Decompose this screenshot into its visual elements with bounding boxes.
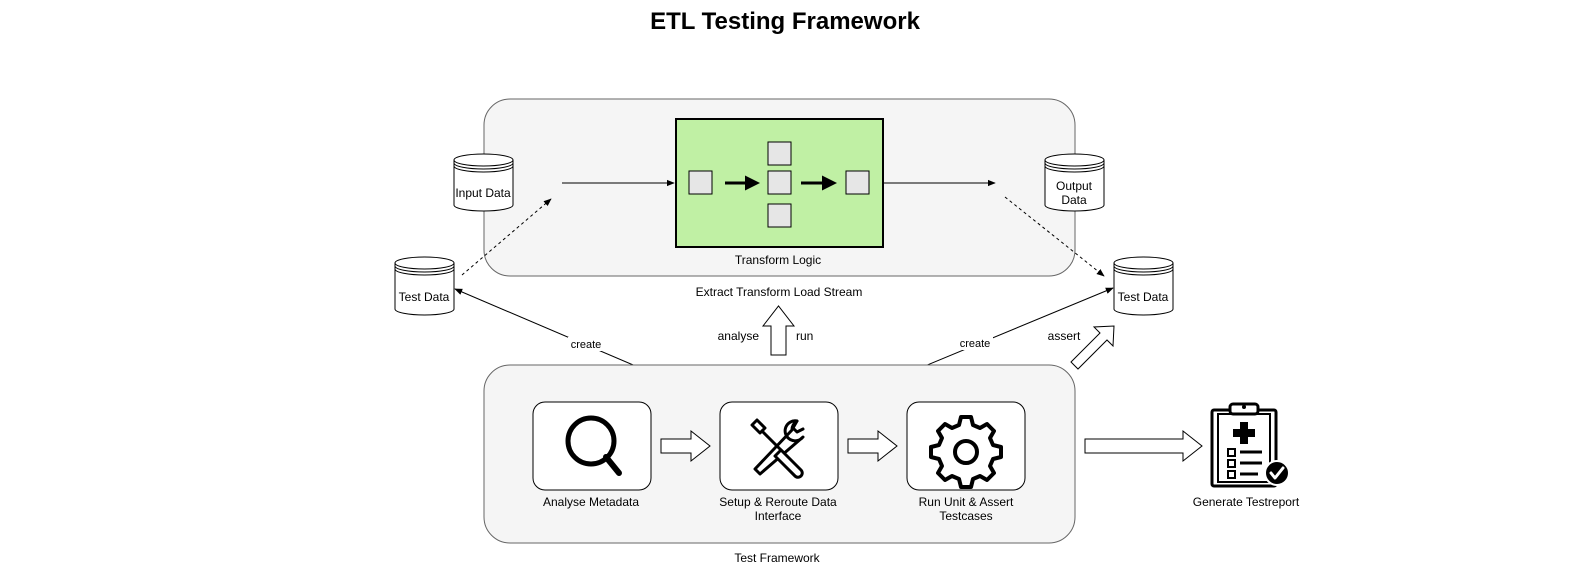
diagram-title: ETL Testing Framework — [650, 8, 920, 35]
output-data-label-2: Data — [1061, 193, 1087, 207]
step-setup-reroute: Setup & Reroute Data Interface — [719, 401, 839, 523]
clipboard-report-icon — [1210, 402, 1290, 488]
test-data-left-store: Test Data — [394, 256, 455, 316]
assert-label: assert — [1048, 329, 1081, 343]
transform-logic-label: Transform Logic — [735, 253, 821, 267]
etl-stream-label: Extract Transform Load Stream — [696, 285, 863, 299]
create-left-label: create — [571, 339, 602, 351]
step-3-label-2: Testcases — [939, 509, 992, 523]
step-1-to-2-arrow — [660, 429, 711, 463]
test-data-right-store: Test Data — [1113, 256, 1174, 316]
test-data-to-input-dotted-arrow — [461, 198, 552, 276]
analyse-run-block-arrow — [761, 305, 796, 356]
step-run-assert: Run Unit & Assert Testcases — [906, 401, 1026, 523]
step-3-label-1: Run Unit & Assert — [919, 495, 1014, 509]
output-data-label-1: Output — [1056, 179, 1093, 193]
node-out — [845, 170, 870, 195]
create-right-label: create — [960, 338, 991, 350]
node-bottom — [767, 203, 792, 228]
step-2-label-2: Interface — [755, 509, 802, 523]
assert-block-arrow — [1070, 325, 1115, 370]
output-data-store: Output Data — [1044, 153, 1105, 212]
step-2-to-3-arrow — [847, 429, 898, 463]
transform-nodes — [688, 141, 870, 228]
node-top — [767, 141, 792, 166]
node-middle — [767, 170, 792, 195]
node-in — [688, 170, 713, 195]
run-label: run — [796, 329, 813, 343]
analyse-label: analyse — [718, 329, 760, 343]
gear-icon — [929, 415, 1003, 489]
tools-icon — [750, 418, 805, 479]
report-label: Generate Testreport — [1193, 495, 1300, 509]
test-framework-label: Test Framework — [734, 551, 820, 565]
input-data-label: Input Data — [455, 186, 511, 200]
test-data-right-label: Test Data — [1118, 290, 1169, 304]
step-1-label: Analyse Metadata — [543, 495, 639, 509]
step-2-label-1: Setup & Reroute Data — [719, 495, 837, 509]
test-data-left-label: Test Data — [399, 290, 450, 304]
step-analyse-metadata: Analyse Metadata — [532, 401, 652, 509]
input-data-store: Input Data — [453, 153, 514, 212]
magnifier-icon — [565, 415, 622, 476]
framework-to-report-arrow — [1084, 429, 1203, 463]
